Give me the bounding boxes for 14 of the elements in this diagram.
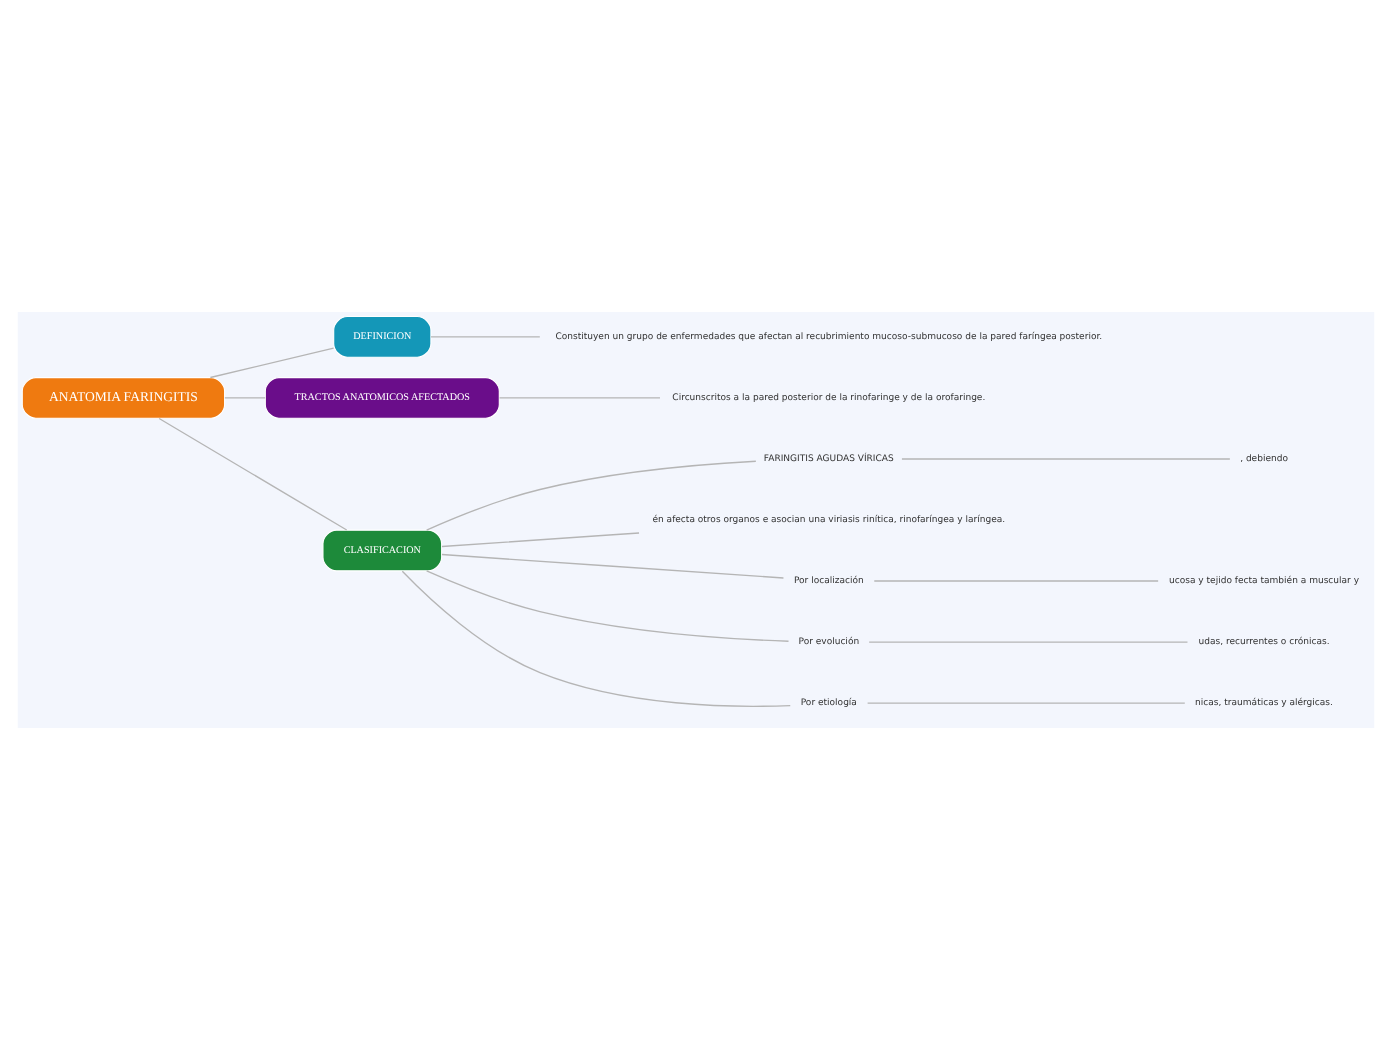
connector	[868, 641, 1189, 643]
connector	[425, 460, 757, 531]
connector	[425, 570, 790, 642]
connector	[430, 336, 541, 338]
connector	[873, 580, 1159, 582]
connector	[866, 702, 1186, 704]
connector	[209, 347, 335, 379]
connector	[498, 397, 661, 399]
connector	[441, 532, 640, 548]
connector	[401, 570, 791, 707]
connector	[441, 553, 785, 579]
connector	[158, 417, 348, 531]
connector	[901, 458, 1231, 460]
connector	[224, 397, 266, 399]
